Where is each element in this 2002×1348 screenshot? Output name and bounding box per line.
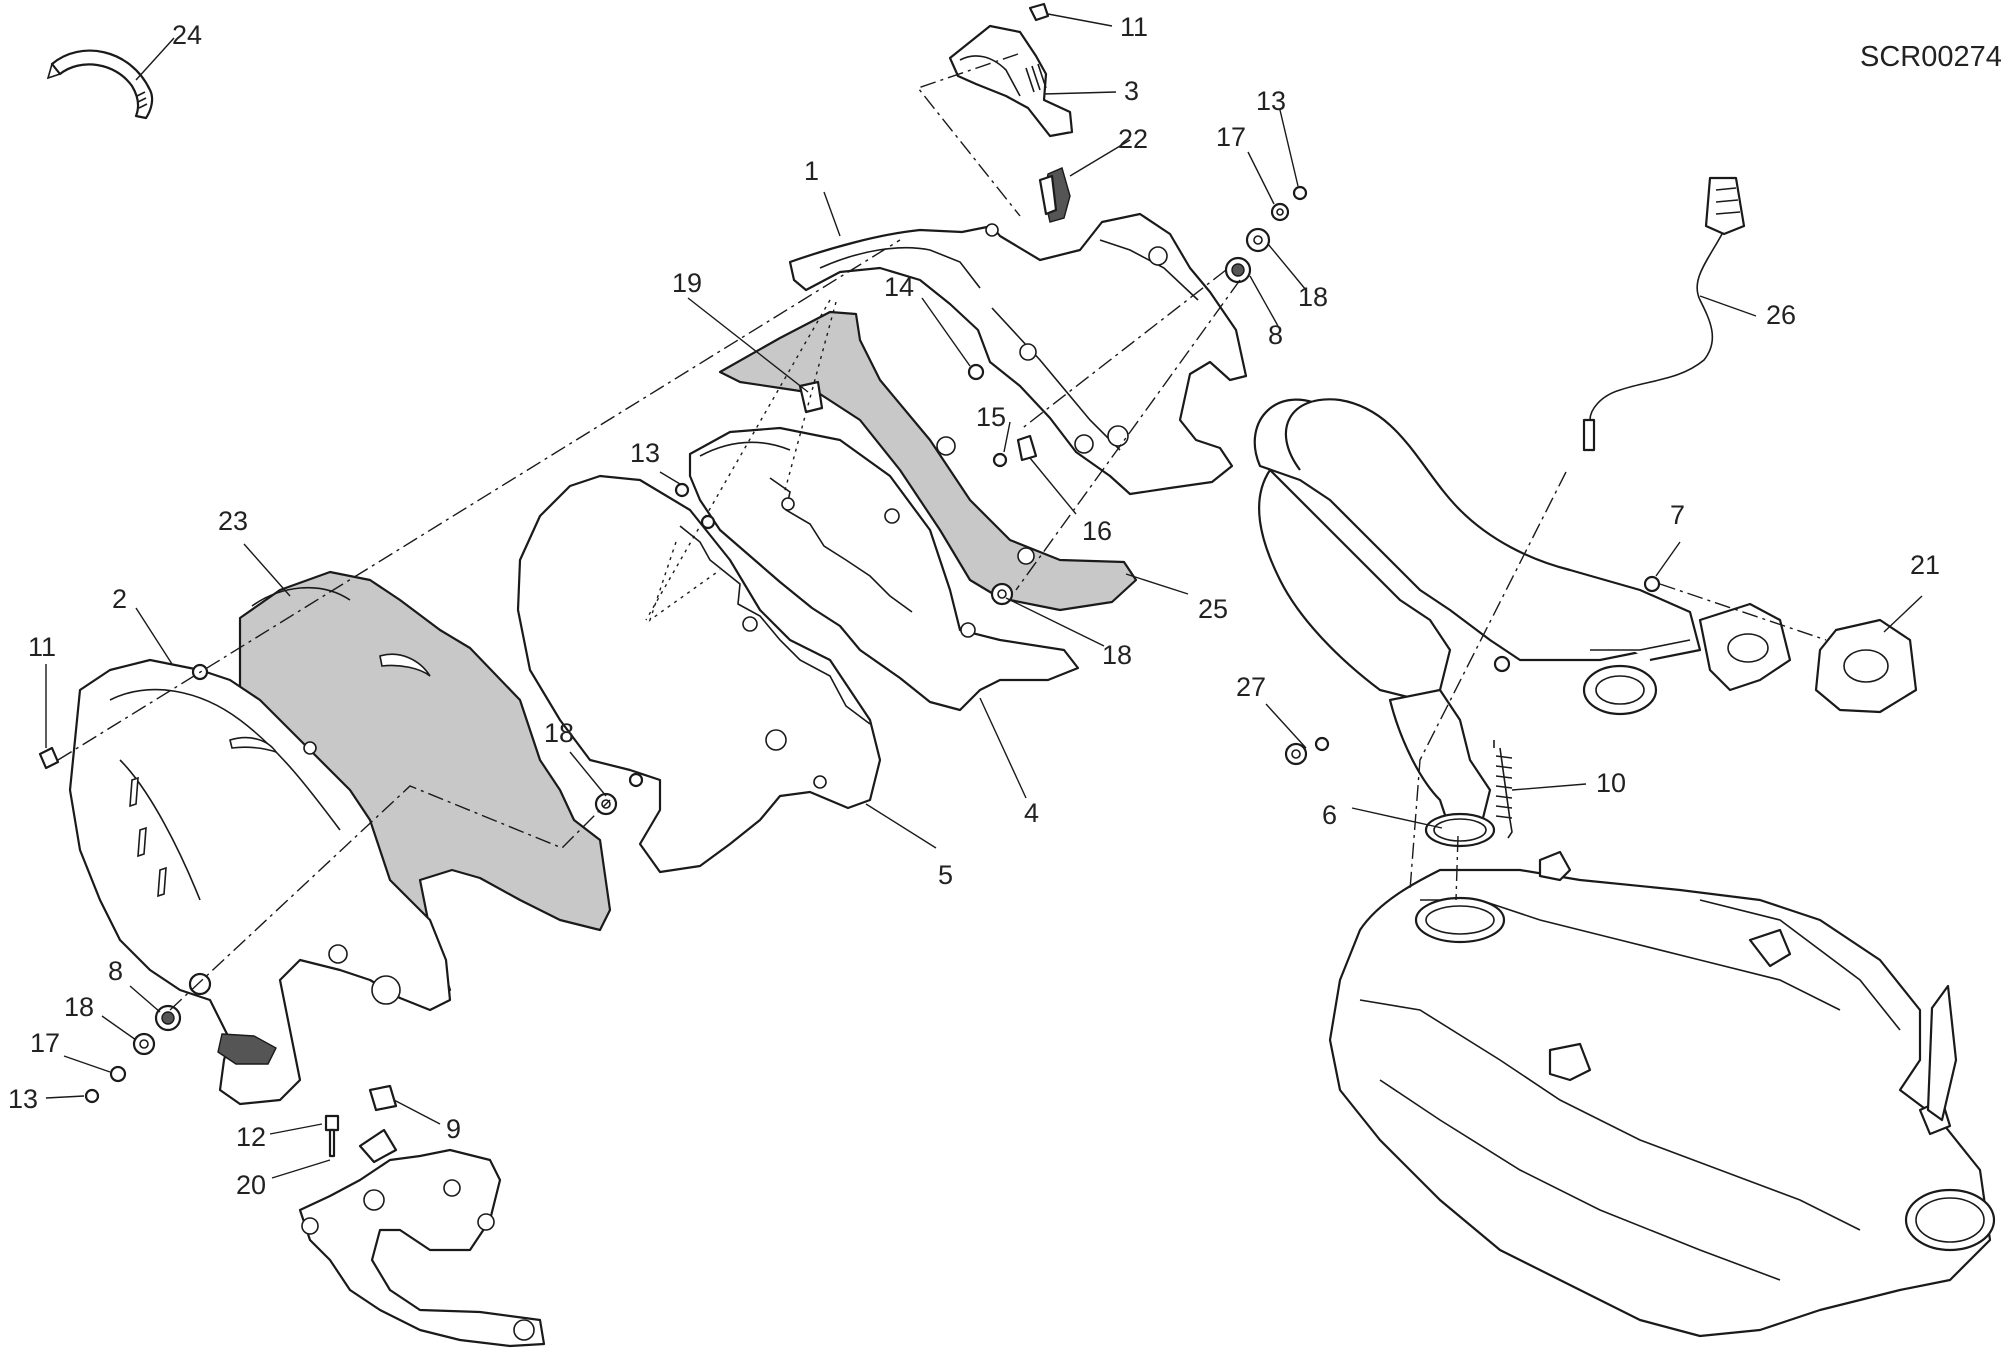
part-1-heat-shield-top <box>788 212 1248 496</box>
part-26-sensor <box>1582 176 1746 452</box>
leader-lines <box>45 13 1923 1179</box>
callout-22: 22 <box>1118 124 1148 154</box>
part-2-outer-shield <box>68 658 452 1106</box>
part-9-pad <box>368 1084 398 1112</box>
callout-3: 3 <box>1124 76 1139 106</box>
callout-13-top: 13 <box>1256 86 1286 116</box>
part-25-gray-shield <box>718 310 1138 612</box>
callout-4: 4 <box>1024 798 1039 828</box>
callout-18-left: 18 <box>544 718 574 748</box>
callout-6: 6 <box>1322 800 1337 830</box>
assembly-lines <box>57 53 1827 1011</box>
part-6-exhaust-manifold <box>1253 398 1912 848</box>
part-4-shield <box>688 426 1080 712</box>
silencer-body <box>1328 850 1996 1338</box>
callout-13-bottom: 13 <box>8 1084 38 1114</box>
callout-12: 12 <box>236 1122 266 1152</box>
part-12-bolt <box>324 1114 340 1158</box>
callout-9: 9 <box>446 1114 461 1144</box>
part-22-clip <box>1038 167 1071 223</box>
callout-13-mid: 13 <box>630 438 660 468</box>
part-3-bracket <box>948 24 1074 138</box>
callout-27: 27 <box>1236 672 1266 702</box>
callout-14: 14 <box>884 272 914 302</box>
callout-2: 2 <box>112 584 127 614</box>
callout-labels: 24 11 3 22 1 13 17 18 8 26 19 14 15 16 1… <box>8 12 1940 1200</box>
part-5-shield <box>516 474 882 874</box>
part-10-spring <box>1493 740 1513 839</box>
callout-25: 25 <box>1198 594 1228 624</box>
callout-10: 10 <box>1596 768 1626 798</box>
callout-8-top: 8 <box>1268 320 1283 350</box>
callout-5: 5 <box>938 860 953 890</box>
callout-15: 15 <box>976 402 1006 432</box>
callout-18-top: 18 <box>1298 282 1328 312</box>
part-20-bracket <box>298 1128 546 1348</box>
callout-26: 26 <box>1766 300 1796 330</box>
callout-7: 7 <box>1670 500 1685 530</box>
callout-11-left: 11 <box>28 632 56 662</box>
callout-24: 24 <box>172 20 202 50</box>
callout-17-bottom: 17 <box>30 1028 60 1058</box>
callout-11-top: 11 <box>1120 12 1148 42</box>
callout-1: 1 <box>804 156 819 186</box>
callout-23: 23 <box>218 506 248 536</box>
callout-19: 19 <box>672 268 702 298</box>
callout-21: 21 <box>1910 550 1940 580</box>
hardware-fasteners <box>38 2 1918 1104</box>
callout-18-mid: 18 <box>1102 640 1132 670</box>
part-24-strap <box>46 49 154 120</box>
callout-16: 16 <box>1082 516 1112 546</box>
callout-20: 20 <box>236 1170 266 1200</box>
callout-17-top: 17 <box>1216 122 1246 152</box>
drawing-code: SCR00274 <box>1860 41 2002 73</box>
callout-8-bottom: 8 <box>108 956 123 986</box>
callout-18-bottom: 18 <box>64 992 94 1022</box>
